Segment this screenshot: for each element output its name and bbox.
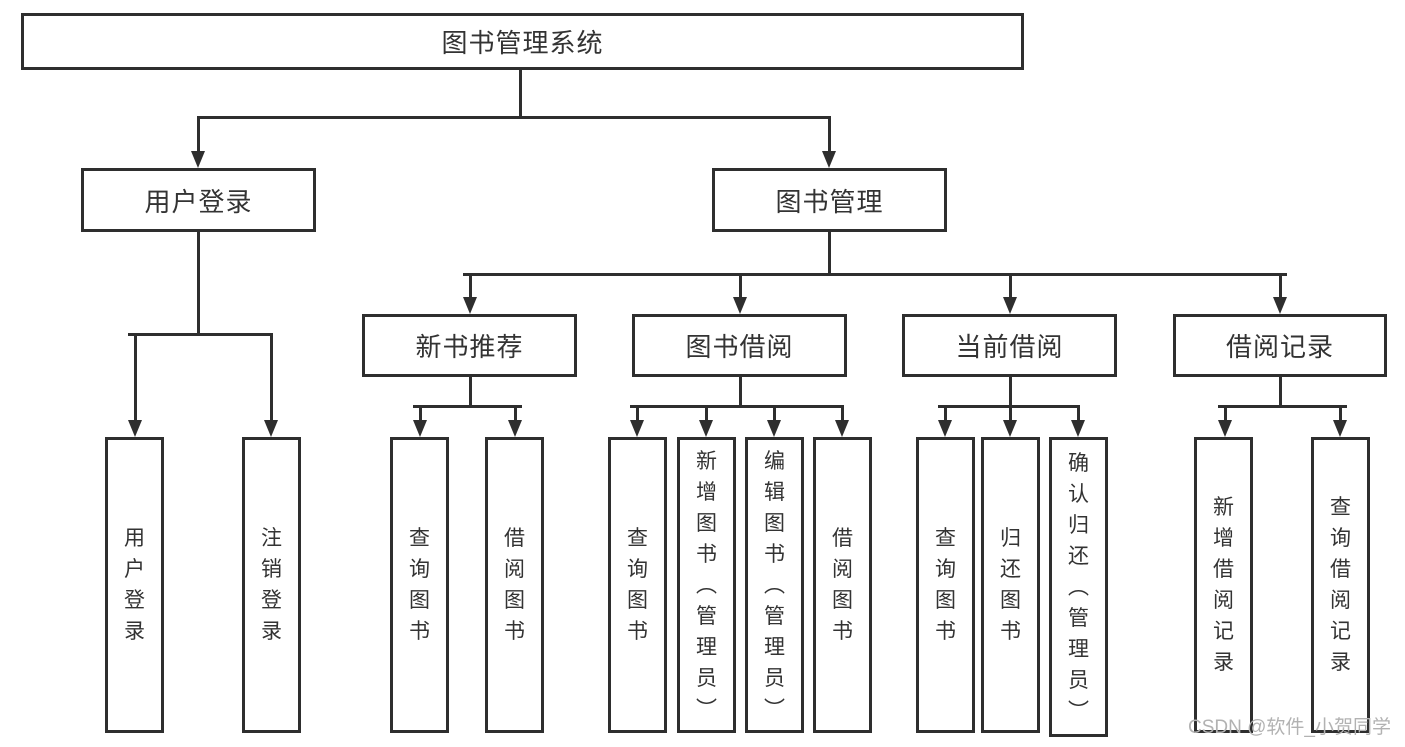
- connector-line: [197, 232, 200, 335]
- leaf-edit-book-admin: 编辑图书︵管理员︶: [745, 437, 804, 733]
- leaf-borrow-books: 借阅图书: [813, 437, 872, 733]
- leaf-add-book-admin: 新增图书︵管理员︶: [677, 437, 736, 733]
- connector-line: [1009, 405, 1012, 421]
- node-label: 编辑图书︵管理员︶: [764, 449, 785, 721]
- leaf-borrow-books-recommend: 借阅图书: [485, 437, 544, 733]
- connector-line: [773, 405, 776, 421]
- connector-line: [198, 116, 831, 119]
- node-label: 注销登录: [261, 527, 282, 643]
- arrow-down-icon: [835, 420, 849, 437]
- connector-line: [828, 232, 831, 275]
- arrow-down-icon: [699, 420, 713, 437]
- leaf-confirm-return-admin: 确认归还︵管理员︶: [1049, 437, 1108, 737]
- leaf-add-borrow-record: 新增借阅记录: [1194, 437, 1253, 733]
- connector-line: [828, 116, 831, 152]
- connector-line: [1009, 376, 1012, 407]
- connector-line: [1224, 405, 1227, 421]
- node-label: 归还图书: [1000, 527, 1021, 643]
- arrow-down-icon: [767, 420, 781, 437]
- connector-line: [944, 405, 947, 421]
- node-label: 图书管理系统: [441, 28, 604, 58]
- node-label: 当前借阅: [955, 332, 1064, 362]
- arrow-down-icon: [1333, 420, 1347, 437]
- connector-line: [1077, 405, 1080, 421]
- node-label: 借阅图书: [504, 527, 525, 643]
- leaf-query-books-recommend: 查询图书: [390, 437, 449, 733]
- connector-line: [705, 405, 708, 421]
- node-label: 图书管理: [775, 186, 884, 217]
- arrow-down-icon: [128, 420, 142, 437]
- connector-line: [128, 333, 273, 336]
- node-borrowing-records: 借阅记录: [1173, 314, 1387, 377]
- arrow-down-icon: [508, 420, 522, 437]
- leaf-user-login: 用户登录: [105, 437, 164, 733]
- arrow-down-icon: [630, 420, 644, 437]
- connector-line: [413, 405, 522, 408]
- node-book-management: 图书管理: [712, 168, 947, 232]
- arrow-down-icon: [733, 297, 747, 314]
- node-label: 新书推荐: [415, 332, 524, 362]
- connector-line: [1009, 273, 1012, 298]
- arrow-down-icon: [938, 420, 952, 437]
- node-label: 查询图书: [627, 527, 648, 643]
- arrow-down-icon: [1071, 420, 1085, 437]
- connector-line: [1279, 376, 1282, 407]
- leaf-query-books-borrowing: 查询图书: [608, 437, 667, 733]
- connector-line: [841, 405, 844, 421]
- connector-line: [739, 376, 742, 407]
- node-new-book-recommend: 新书推荐: [362, 314, 577, 377]
- arrow-down-icon: [1003, 297, 1017, 314]
- node-label: 新增图书︵管理员︶: [696, 449, 717, 721]
- leaf-logout: 注销登录: [242, 437, 301, 733]
- connector-line: [514, 405, 517, 421]
- node-label: 借阅图书: [832, 527, 853, 643]
- arrow-down-icon: [1273, 297, 1287, 314]
- connector-line: [270, 333, 273, 421]
- leaf-query-borrow-record: 查询借阅记录: [1311, 437, 1370, 733]
- connector-line: [469, 273, 472, 298]
- node-label: 查询图书: [409, 527, 430, 643]
- node-book-borrowing: 图书借阅: [632, 314, 847, 377]
- node-label: 查询借阅记录: [1330, 496, 1351, 674]
- node-label: 新增借阅记录: [1213, 496, 1234, 674]
- connector-line: [419, 405, 422, 421]
- node-label: 图书借阅: [685, 332, 794, 362]
- arrow-down-icon: [1003, 420, 1017, 437]
- connector-line: [739, 273, 742, 298]
- node-label: 确认归还︵管理员︶: [1068, 451, 1089, 723]
- connector-line: [938, 405, 1079, 408]
- csdn-watermark: CSDN @软件_小贺同学: [1188, 717, 1391, 738]
- node-label: 用户登录: [124, 527, 145, 643]
- connector-line: [1279, 273, 1282, 298]
- connector-line: [519, 69, 522, 117]
- node-label: 用户登录: [144, 186, 253, 217]
- node-label: 查询图书: [935, 527, 956, 643]
- arrow-down-icon: [822, 151, 836, 168]
- node-label: 借阅记录: [1225, 332, 1334, 362]
- connector-line: [636, 405, 639, 421]
- connector-line: [1218, 405, 1347, 408]
- arrow-down-icon: [264, 420, 278, 437]
- connector-line: [630, 405, 843, 408]
- leaf-return-book: 归还图书: [981, 437, 1040, 733]
- connector-line: [463, 273, 1287, 276]
- node-user-login: 用户登录: [81, 168, 316, 232]
- leaf-query-books-current: 查询图书: [916, 437, 975, 733]
- arrow-down-icon: [1218, 420, 1232, 437]
- connector-line: [134, 333, 137, 421]
- connector-line: [1339, 405, 1342, 421]
- connector-line: [469, 376, 472, 407]
- arrow-down-icon: [463, 297, 477, 314]
- arrow-down-icon: [191, 151, 205, 168]
- node-library-management-system: 图书管理系统: [21, 13, 1024, 70]
- arrow-down-icon: [413, 420, 427, 437]
- connector-line: [197, 116, 200, 152]
- node-current-borrowing: 当前借阅: [902, 314, 1117, 377]
